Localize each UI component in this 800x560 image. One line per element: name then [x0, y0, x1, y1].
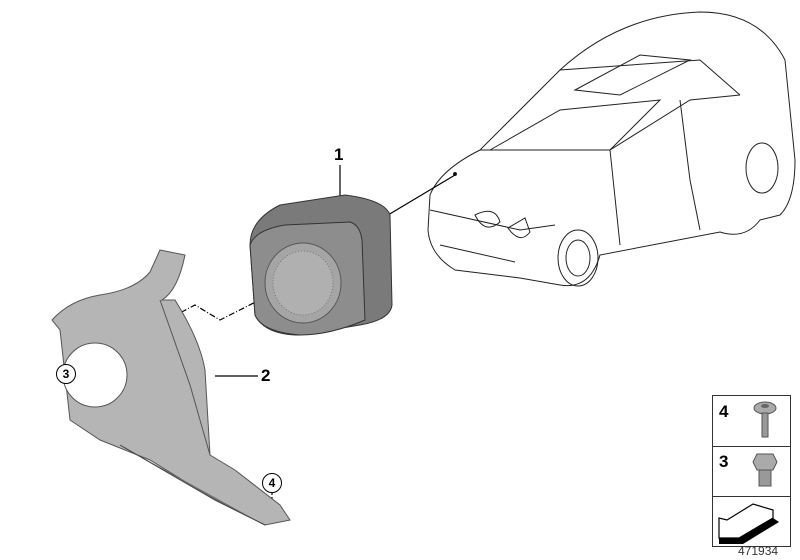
document-number: 471934	[738, 544, 779, 558]
fastener-legend: 4 3	[712, 395, 791, 547]
callout-part-3[interactable]: 3	[56, 364, 76, 384]
callout-part-2[interactable]: 2	[261, 366, 271, 385]
callout-part-1[interactable]: 1	[334, 145, 344, 164]
vehicle-outline	[427, 11, 796, 287]
part-2-bracket	[51, 249, 291, 526]
legend-row-3[interactable]: 3	[713, 446, 790, 497]
direction-arrow-icon	[718, 503, 779, 544]
torx-flange-screw-icon	[753, 401, 777, 438]
callout-part-4[interactable]: 4	[262, 473, 282, 493]
hex-bolt-icon	[752, 453, 778, 487]
legend-row-arrow	[713, 496, 790, 546]
legend-number: 3	[719, 452, 729, 471]
legend-number: 4	[719, 402, 729, 421]
legend-row-4[interactable]: 4	[713, 396, 790, 447]
part-1-sound-generator	[249, 194, 393, 336]
